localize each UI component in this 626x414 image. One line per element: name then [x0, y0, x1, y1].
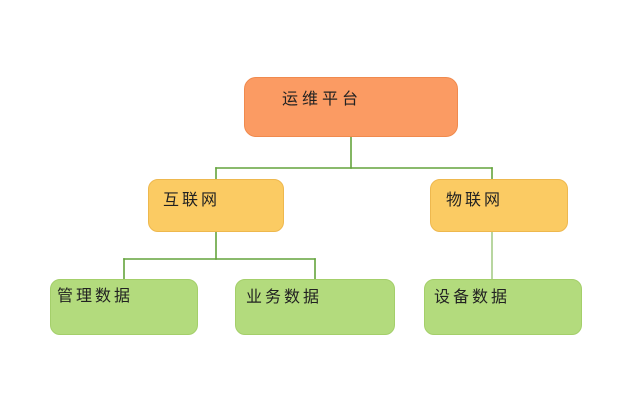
node-ops-platform-label: 运维平台 — [282, 91, 363, 108]
node-internet: 互联网 — [148, 179, 284, 232]
node-iot-label: 物联网 — [446, 192, 504, 209]
node-management-data-label: 管理数据 — [57, 288, 134, 305]
node-management-data: 管理数据 — [50, 279, 198, 335]
node-ops-platform: 运维平台 — [244, 77, 458, 137]
node-business-data: 业务数据 — [235, 279, 395, 335]
node-iot: 物联网 — [430, 179, 568, 232]
node-device-data-label: 设备数据 — [434, 289, 511, 306]
node-internet-label: 互联网 — [163, 192, 221, 209]
node-device-data: 设备数据 — [424, 279, 582, 335]
node-business-data-label: 业务数据 — [246, 289, 323, 306]
